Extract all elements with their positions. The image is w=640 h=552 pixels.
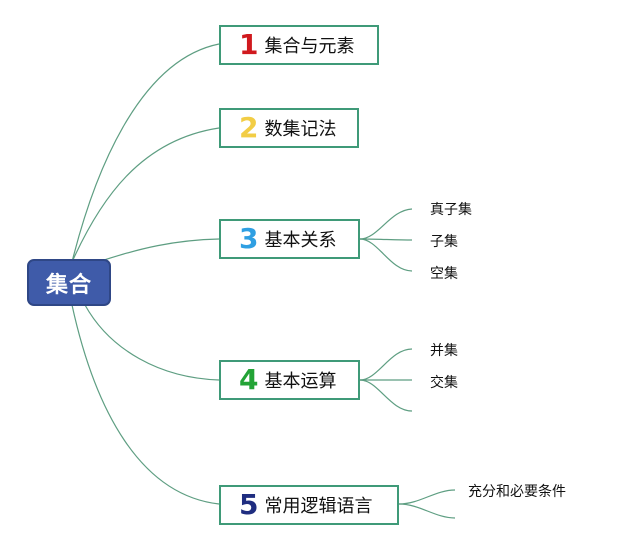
topic-1-label: 集合与元素 xyxy=(264,36,355,57)
root-label: 集合 xyxy=(45,272,92,298)
topic-3-node[interactable]: 3 基本关系 xyxy=(219,219,360,259)
topic-5-label: 常用逻辑语言 xyxy=(264,496,373,517)
subtopic-4-2[interactable]: 交集 xyxy=(430,375,458,391)
link-root-topic-2 xyxy=(71,127,220,263)
topic-3-number: 3 xyxy=(239,222,259,255)
link-topic4-sub1 xyxy=(359,348,413,381)
link-root-topic-1 xyxy=(71,43,220,263)
topic-4-label: 基本运算 xyxy=(264,371,337,392)
subtopic-3-2[interactable]: 子集 xyxy=(430,234,458,250)
link-topic4-sub3 xyxy=(359,379,413,412)
subtopic-5-1[interactable]: 充分和必要条件 xyxy=(468,484,566,500)
link-root-topic-3 xyxy=(97,238,220,263)
topic-4-node[interactable]: 4 基本运算 xyxy=(219,360,360,400)
topic-2-label: 数集记法 xyxy=(264,119,337,140)
topic-5-number: 5 xyxy=(239,488,259,521)
link-root-topic-4 xyxy=(84,304,220,381)
topic-5-node[interactable]: 5 常用逻辑语言 xyxy=(219,485,399,525)
link-root-topic-5 xyxy=(71,304,220,505)
topic-4-number: 4 xyxy=(239,363,259,396)
link-topic3-sub3 xyxy=(359,238,413,272)
topic-1-number: 1 xyxy=(239,28,259,61)
topic-3-label: 基本关系 xyxy=(264,230,337,251)
subtopic-3-3[interactable]: 空集 xyxy=(430,266,458,282)
link-topic5-sub1 xyxy=(398,489,456,505)
link-topic3-sub1 xyxy=(359,208,413,240)
topic-2-node[interactable]: 2 数集记法 xyxy=(219,108,359,148)
link-topic3-sub2 xyxy=(359,238,413,241)
subtopic-3-1[interactable]: 真子集 xyxy=(430,202,472,218)
topic-2-number: 2 xyxy=(239,111,259,144)
topic-1-node[interactable]: 1 集合与元素 xyxy=(219,25,379,65)
root-node[interactable]: 集合 xyxy=(27,259,111,306)
link-topic5-sub2 xyxy=(398,503,456,519)
subtopic-4-1[interactable]: 并集 xyxy=(430,343,458,359)
